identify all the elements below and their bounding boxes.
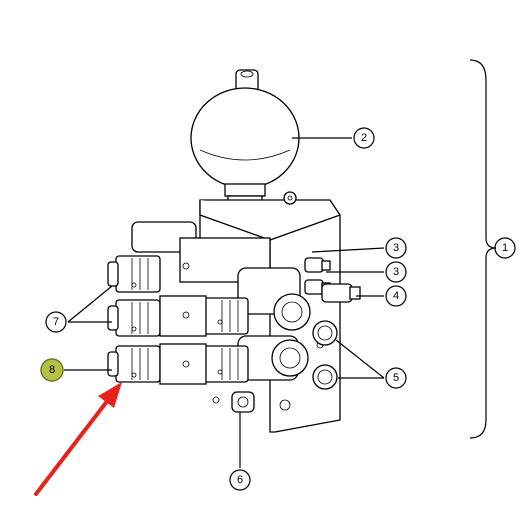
coil-connector-inner-upper [203, 297, 249, 335]
coil-connector-bottom [107, 345, 161, 383]
callout-3a: 3 [385, 237, 407, 259]
red-pointer-arrow [34, 382, 122, 496]
callout-3a-label: 3 [393, 242, 399, 254]
callout-1-label: 1 [502, 242, 508, 254]
callout-2: 2 [353, 127, 375, 149]
callout-4-label: 4 [393, 290, 399, 302]
callout-2-label: 2 [361, 132, 367, 144]
callout-8-label: 8 [49, 364, 55, 376]
fitting-4 [321, 283, 361, 303]
callout-7: 7 [45, 311, 67, 333]
callout-1: 1 [494, 237, 516, 259]
callout-7-label: 7 [53, 316, 59, 328]
accumulator [190, 69, 300, 213]
leader-5a [335, 339, 385, 379]
assembly-bracket [469, 59, 497, 439]
fittings-5 [312, 320, 338, 390]
coil-connector-middle [107, 299, 161, 337]
valve-block [199, 191, 341, 433]
callout-5: 5 [385, 367, 407, 389]
callout-4: 4 [385, 285, 407, 307]
leader-3a [311, 247, 385, 253]
valve-body-lower [159, 343, 207, 385]
upper-solenoid [131, 221, 311, 331]
lower-solenoid [237, 335, 309, 381]
callout-6-label: 6 [237, 474, 243, 486]
callout-6: 6 [229, 469, 251, 491]
coil-connector-top [107, 255, 161, 293]
callout-3b-label: 3 [393, 266, 399, 278]
callout-8-highlighted: 8 [40, 358, 64, 382]
leader-7a [67, 285, 113, 323]
callout-3b: 3 [385, 261, 407, 283]
callout-5-label: 5 [393, 372, 399, 384]
coil-connector-inner-lower [203, 345, 249, 383]
plug-6 [231, 391, 255, 413]
